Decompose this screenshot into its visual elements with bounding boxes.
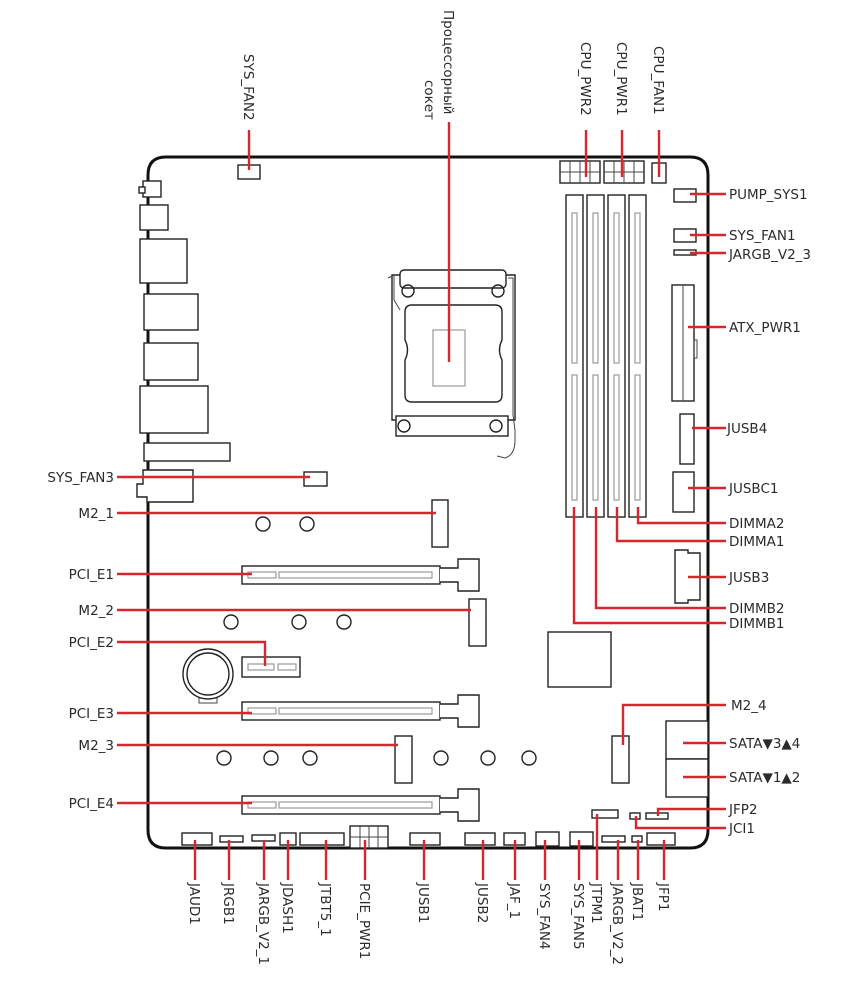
jusb3-connector: [674, 549, 701, 604]
label-dimma2: DIMMA2: [729, 516, 785, 532]
label-m2-1: M2_1: [78, 506, 114, 522]
label-cpu-socket-line2: сокет: [421, 80, 437, 120]
sys-fan5-header: [569, 831, 594, 847]
jusb2-header: [464, 832, 496, 846]
label-m2-4: M2_4: [731, 698, 767, 714]
pci-e3-slot: [241, 694, 480, 728]
label-cpu-pwr1: CPU_PWR1: [613, 42, 629, 116]
cpu-pwr1-connector: [603, 160, 645, 184]
label-sys-fan3: SYS_FAN3: [47, 470, 114, 486]
label-pci-e1: PCI_E1: [69, 567, 114, 583]
label-pci-e3: PCI_E3: [69, 706, 114, 722]
m2-3-slot: [394, 735, 413, 784]
leader-lines: [117, 122, 726, 880]
jtbt5-1-header: [299, 832, 345, 846]
label-dimma1: DIMMA1: [729, 534, 785, 550]
cpu-socket: [387, 269, 516, 459]
pump-sys1-header: [673, 188, 697, 203]
label-jargb-v2-1: JARGB_V2_1: [255, 882, 271, 965]
label-m2-2: M2_2: [78, 603, 114, 619]
rear-io-panel: [136, 180, 231, 503]
label-jusb2: JUSB2: [474, 882, 490, 923]
m2-4-slot: [611, 735, 630, 784]
label-sys-fan4: SYS_FAN4: [536, 883, 552, 950]
label-dimmb1: DIMMB1: [729, 616, 785, 632]
m2-1-slot: [431, 499, 449, 548]
dimm-slots: [565, 194, 647, 518]
label-cpu-pwr2: CPU_PWR2: [577, 42, 593, 116]
label-pump-sys1: PUMP_SYS1: [729, 187, 808, 203]
label-pci-e2: PCI_E2: [69, 635, 114, 651]
label-jtbt5-1: JTBT5_1: [317, 882, 333, 937]
label-sys-fan5: SYS_FAN5: [570, 883, 586, 950]
board-outline: [146, 155, 710, 850]
jusb4-header: [679, 413, 695, 465]
label-jfp1: JFP1: [655, 882, 671, 911]
atx-pwr1-connector: [671, 284, 698, 402]
cmos-battery: [182, 648, 234, 704]
jaud1-header: [181, 832, 213, 846]
sys-fan4-header: [535, 831, 560, 847]
label-atx-pwr1: ATX_PWR1: [729, 320, 801, 336]
jtpm1-header: [591, 809, 619, 819]
label-jusb4: JUSB4: [726, 421, 767, 437]
jfp1-header: [646, 832, 676, 846]
label-jaud1: JAUD1: [186, 882, 202, 925]
jusbc1-connector: [672, 471, 695, 513]
jargb-v2-2-header: [601, 835, 626, 843]
label-sys-fan2: SYS_FAN2: [240, 54, 256, 121]
label-jrgb1: JRGB1: [220, 882, 236, 925]
label-dimmb2: DIMMB2: [729, 601, 785, 617]
label-cpu-socket-line1: Процессорный: [440, 10, 456, 114]
label-jargb-v2-2: JARGB_V2_2: [609, 882, 625, 965]
cpu-pwr2-connector: [559, 160, 601, 184]
label-jargb-v2-3: JARGB_V2_3: [728, 247, 811, 263]
label-jusbc1: JUSBC1: [728, 481, 778, 497]
pci-e4-slot: [241, 788, 480, 822]
label-jfp2: JFP2: [728, 802, 757, 818]
label-cpu-fan1: CPU_FAN1: [650, 46, 666, 115]
chipset: [547, 631, 612, 688]
sata-34-connector: [665, 720, 709, 760]
label-sys-fan1: SYS_FAN1: [729, 228, 796, 244]
label-pcie-pwr1: PCIE_PWR1: [356, 883, 372, 959]
label-sata-12: SATA▼1▲2: [729, 770, 800, 786]
label-jbat1: JBAT1: [629, 882, 645, 921]
pci-e2-slot: [241, 656, 301, 678]
label-sata-34: SATA▼3▲4: [729, 736, 800, 752]
label-jusb3: JUSB3: [728, 570, 769, 586]
m2-standoffs: [216, 516, 537, 766]
label-jusb1: JUSB1: [415, 882, 431, 923]
label-pci-e4: PCI_E4: [69, 796, 114, 812]
m2-2-slot: [468, 598, 487, 647]
pci-e1-slot: [241, 558, 480, 592]
label-jtpm1: JTPM1: [588, 882, 604, 924]
label-jdash1: JDASH1: [279, 882, 295, 934]
label-jci1: JCI1: [728, 821, 755, 837]
jrgb1-header: [219, 835, 244, 843]
pcie-pwr1-connector: [349, 825, 389, 849]
label-m2-3: M2_3: [78, 738, 114, 754]
sys-fan3-header: [303, 471, 328, 487]
label-jaf-1: JAF_1: [506, 882, 522, 919]
